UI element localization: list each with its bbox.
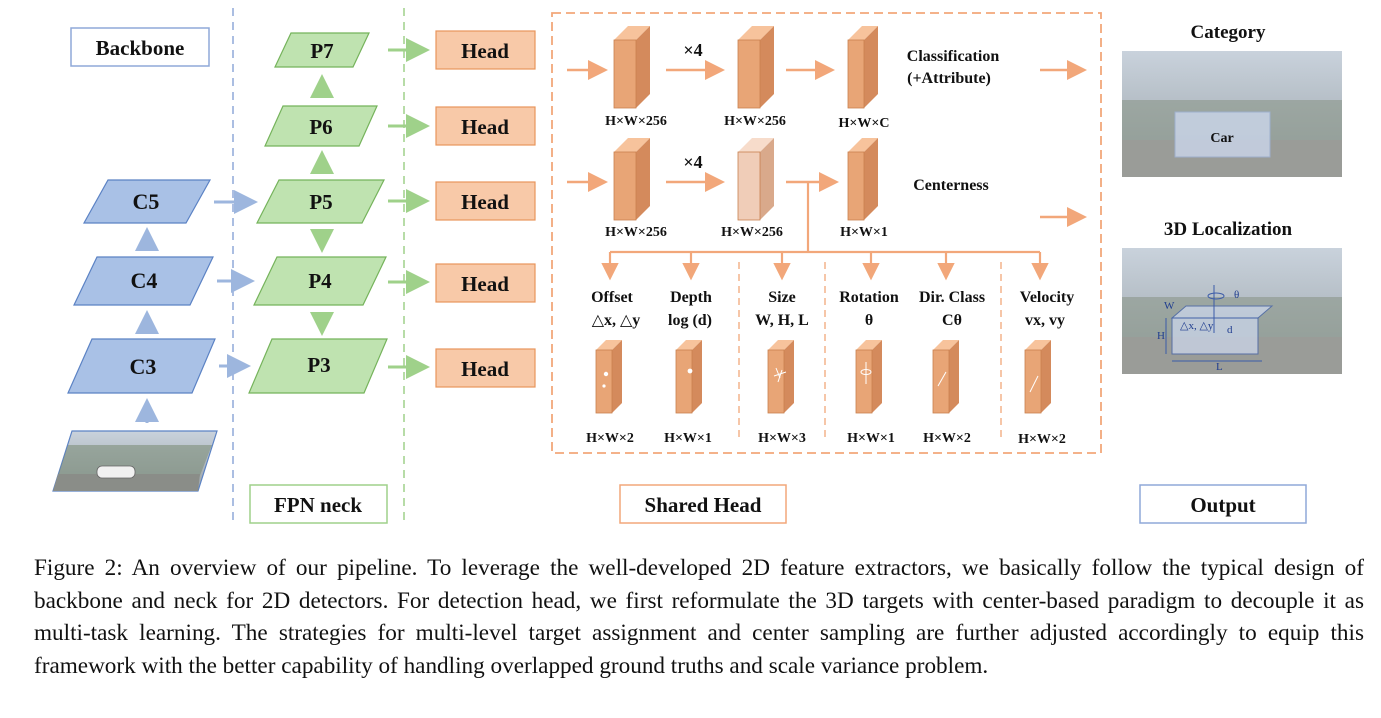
centerness-label: Centerness: [913, 177, 989, 194]
cls-feature-1: [613, 26, 650, 109]
velocity-map: [1024, 340, 1051, 414]
p6-label: P6: [309, 115, 332, 139]
centerness-feature: [847, 138, 878, 221]
backbone-title: Backbone: [96, 36, 185, 60]
loc-w-label: W: [1164, 300, 1175, 312]
c5-label: C5: [133, 189, 160, 214]
depth-map: [675, 340, 702, 414]
loc-theta-label: θ: [1234, 289, 1239, 301]
backbone-c5: C5: [82, 179, 212, 224]
size-map: [767, 340, 794, 414]
loc-l-label: L: [1216, 361, 1223, 373]
shared-head-title-box: Shared Head: [619, 484, 787, 524]
category-label: Category: [1191, 22, 1266, 43]
offset-symbol: △x, △y: [592, 312, 641, 329]
cls-output-label-1: Classification: [907, 48, 1000, 65]
shared-head-region: [551, 12, 1102, 454]
category-object-label: Car: [1210, 131, 1233, 146]
figure-caption: Figure 2: An overview of our pipeline. T…: [34, 555, 1364, 679]
depth-symbol: log (d): [668, 312, 712, 329]
cls-dim-3: H×W×C: [839, 116, 890, 131]
p7-label: P7: [310, 39, 333, 63]
loc-offset-label: △x, △y: [1180, 320, 1214, 332]
neck-p3: P3: [248, 338, 388, 394]
localization-label: 3D Localization: [1164, 219, 1293, 240]
head-box-p7: Head: [435, 30, 536, 70]
backbone-title-box: Backbone: [70, 27, 210, 67]
dirclass-name: Dir. Class: [919, 289, 985, 306]
rotation-symbol: θ: [865, 312, 873, 329]
depth-name: Depth: [670, 289, 712, 306]
c3-label: C3: [130, 354, 157, 379]
reg-repeat-label: ×4: [683, 152, 702, 172]
cls-output-label-2: (+Attribute): [907, 70, 991, 87]
loc-depth-label: d: [1227, 324, 1233, 336]
reg-dim-2: H×W×256: [721, 225, 783, 240]
offset-dim: H×W×2: [586, 431, 634, 446]
velocity-name: Velocity: [1020, 289, 1075, 306]
reg-dim-3: H×W×1: [840, 225, 888, 240]
input-image: [52, 430, 218, 492]
velocity-symbol: vx, vy: [1025, 312, 1065, 329]
neck-title-box: FPN neck: [249, 484, 388, 524]
depth-dim: H×W×1: [664, 431, 712, 446]
c4-label: C4: [131, 268, 158, 293]
rotation-name: Rotation: [839, 289, 899, 306]
loc-h-label: H: [1157, 330, 1165, 342]
cls-dim-1: H×W×256: [605, 114, 667, 129]
head-box-p4: Head: [435, 263, 536, 303]
velocity-dim: H×W×2: [1018, 432, 1066, 447]
cls-repeat-label: ×4: [683, 40, 702, 60]
head-box-p3: Head: [435, 348, 536, 388]
offset-name: Offset: [591, 289, 633, 306]
size-symbol: W, H, L: [755, 312, 809, 329]
offset-map: [595, 340, 622, 414]
rotation-map: [855, 340, 882, 414]
cls-dim-2: H×W×256: [724, 114, 786, 129]
localization-image: [1122, 248, 1342, 374]
p3-label: P3: [307, 353, 330, 377]
svg-text:Head: Head: [461, 115, 509, 139]
rotation-dim: H×W×1: [847, 431, 895, 446]
svg-text:Head: Head: [461, 39, 509, 63]
head-box-p5: Head: [435, 181, 536, 221]
reg-feature-2: [737, 138, 774, 221]
p4-label: P4: [308, 269, 332, 293]
category-image: Car: [1122, 51, 1342, 177]
neck-p6: P6: [264, 105, 378, 147]
shared-head-title: Shared Head: [645, 493, 762, 517]
pipeline-diagram: Backbone C5 C4 C3 P7 P6 P5 P4: [52, 8, 1342, 525]
svg-text:Head: Head: [461, 357, 509, 381]
output-title-box: Output: [1139, 484, 1307, 524]
backbone-c4: C4: [73, 256, 214, 306]
p5-label: P5: [309, 190, 332, 214]
dirclass-symbol: Cθ: [942, 312, 962, 329]
head-box-p6: Head: [435, 106, 536, 146]
cls-feature-3: [847, 26, 878, 109]
svg-text:Head: Head: [461, 190, 509, 214]
cls-feature-2: [737, 26, 774, 109]
neck-p4: P4: [253, 256, 387, 306]
size-name: Size: [768, 289, 796, 306]
neck-title: FPN neck: [274, 493, 362, 517]
dirclass-map: [932, 340, 959, 414]
output-title: Output: [1190, 493, 1255, 517]
neck-p7: P7: [274, 32, 370, 68]
dirclass-dim: H×W×2: [923, 431, 971, 446]
regression-distribution-lines: [610, 182, 1040, 254]
reg-feature-1: [613, 138, 650, 221]
reg-dim-1: H×W×256: [605, 225, 667, 240]
neck-p5: P5: [256, 179, 385, 224]
svg-text:Head: Head: [461, 272, 509, 296]
backbone-c3: C3: [67, 338, 216, 394]
size-dim: H×W×3: [758, 431, 806, 446]
